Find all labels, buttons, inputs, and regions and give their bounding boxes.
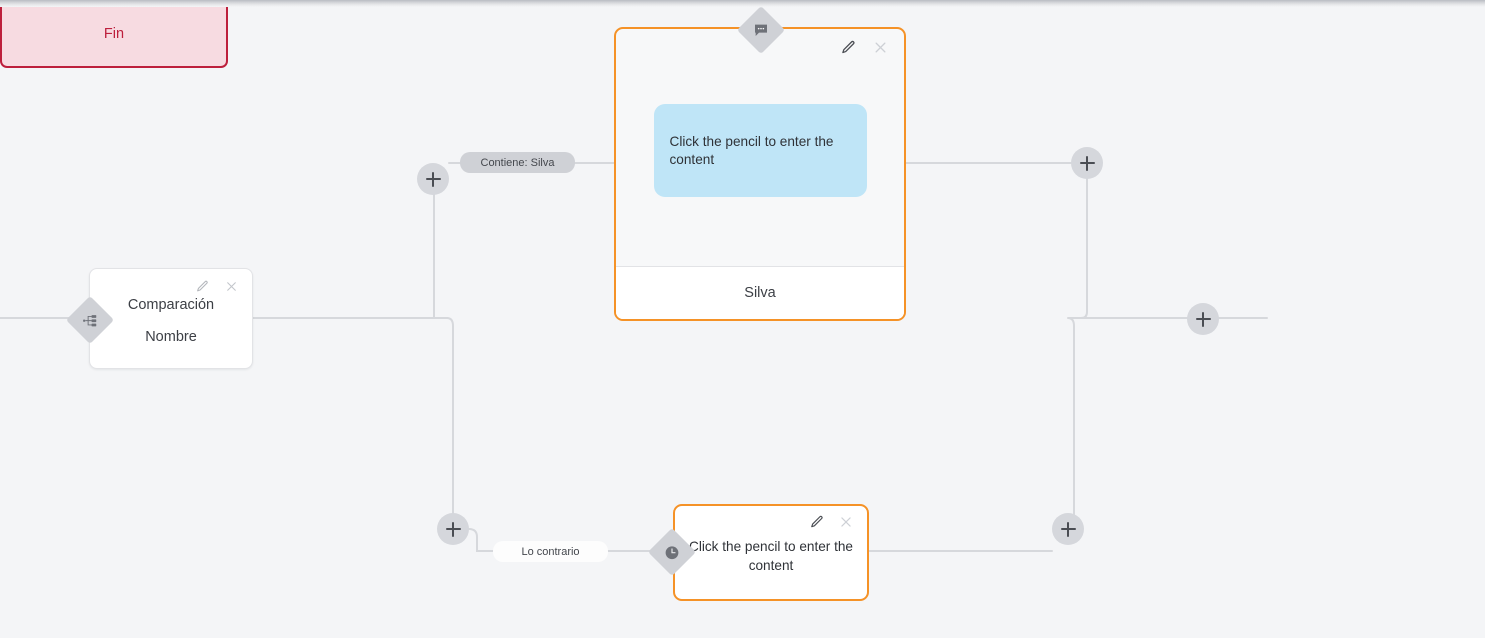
edge-false-riser	[446, 317, 454, 530]
pencil-icon[interactable]	[841, 40, 856, 55]
edge-merge-top	[1080, 178, 1188, 319]
close-icon[interactable]	[839, 515, 853, 529]
wait-node-badge	[647, 527, 697, 577]
comparison-node[interactable]: Comparación Nombre	[89, 268, 253, 369]
add-node-button-top-right[interactable]	[1071, 147, 1103, 179]
add-node-button-bottom-right[interactable]	[1052, 513, 1084, 545]
message-node-badge	[736, 5, 786, 55]
edge-label-true-branch[interactable]: Contiene: Silva	[460, 152, 575, 173]
add-node-button-before-end[interactable]	[1187, 303, 1219, 335]
message-node-body: Click the pencil to enter the content	[616, 29, 904, 266]
close-icon[interactable]	[873, 40, 888, 55]
message-node[interactable]: Click the pencil to enter the content Si…	[614, 27, 906, 321]
clock-icon	[664, 544, 681, 561]
message-node-footer: Silva	[616, 266, 904, 319]
pencil-icon[interactable]	[810, 515, 824, 529]
add-node-button-top-left[interactable]	[417, 163, 449, 195]
comparison-node-actions	[196, 280, 238, 293]
branch-split-icon	[83, 313, 98, 328]
comparison-node-title: Comparación	[127, 296, 215, 313]
pencil-icon[interactable]	[196, 280, 209, 293]
chat-bubble-icon	[753, 22, 769, 38]
comparison-node-badge	[65, 295, 115, 345]
wait-node-text: Click the pencil to enter the content	[689, 539, 853, 573]
comparison-node-subtitle: Nombre	[145, 329, 197, 345]
message-bubble[interactable]: Click the pencil to enter the content	[653, 104, 867, 197]
end-node[interactable]: Fin	[0, 0, 228, 68]
close-icon[interactable]	[225, 280, 238, 293]
add-node-button-bottom-left[interactable]	[437, 513, 469, 545]
wait-node-actions	[810, 515, 853, 529]
edge-label-false-branch[interactable]: Lo contrario	[493, 541, 608, 562]
edge-merge-bottom	[1067, 317, 1188, 536]
wait-node[interactable]: Click the pencil to enter the content	[673, 504, 869, 601]
message-node-actions	[841, 40, 888, 55]
